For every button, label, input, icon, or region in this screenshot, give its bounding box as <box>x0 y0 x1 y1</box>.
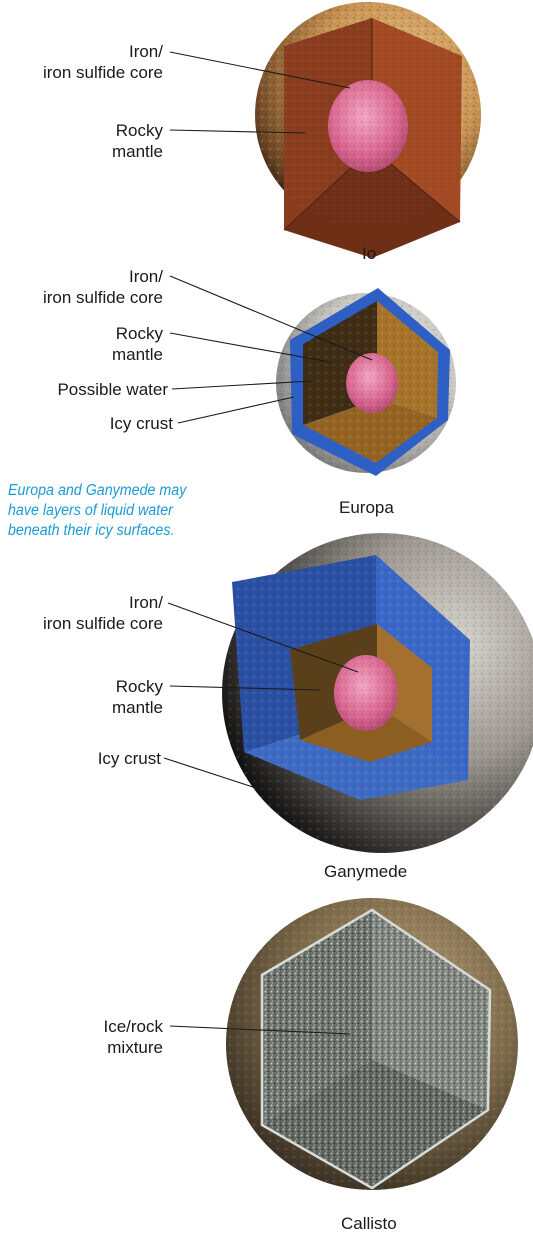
io-globe <box>255 2 481 258</box>
ganymede-globe <box>222 533 533 853</box>
europa-mantle-label: Rocky mantle <box>112 323 163 365</box>
callisto-mix-label-line2: mixture <box>103 1037 163 1058</box>
ganymede-mantle-label-line1: Rocky <box>112 676 163 697</box>
note-line1: Europa and Ganymede may <box>8 481 220 501</box>
io-caption: Io <box>362 243 376 264</box>
io-mantle-label: Rocky mantle <box>112 120 163 162</box>
callisto-globe <box>226 898 518 1190</box>
liquid-water-note: Europa and Ganymede may have layers of l… <box>8 481 220 541</box>
europa-mantle-label-line2: mantle <box>112 344 163 365</box>
io-core-label-line2: iron sulfide core <box>43 62 163 83</box>
europa-core-label: Iron/ iron sulfide core <box>43 266 163 308</box>
europa-water-label: Possible water <box>57 379 168 400</box>
callisto-caption: Callisto <box>341 1213 397 1234</box>
io-mantle-label-line2: mantle <box>112 141 163 162</box>
europa-core-label-line1: Iron/ <box>43 266 163 287</box>
ganymede-core-label-line2: iron sulfide core <box>43 613 163 634</box>
note-line2: have layers of liquid water <box>8 501 220 521</box>
io-core-label-line1: Iron/ <box>43 41 163 62</box>
ganymede-core-label-line1: Iron/ <box>43 592 163 613</box>
ganymede-crust-label: Icy crust <box>98 748 161 769</box>
io-mantle-label-line1: Rocky <box>112 120 163 141</box>
callisto-mix-label-line1: Ice/rock <box>103 1016 163 1037</box>
ganymede-mantle-label-line2: mantle <box>112 697 163 718</box>
europa-crust-leader <box>178 397 294 423</box>
ganymede-mantle-label: Rocky mantle <box>112 676 163 718</box>
ganymede-core-label: Iron/ iron sulfide core <box>43 592 163 634</box>
europa-caption: Europa <box>339 497 394 518</box>
callisto-mix-label: Ice/rock mixture <box>103 1016 163 1058</box>
europa-core-label-line2: iron sulfide core <box>43 287 163 308</box>
europa-crust-label: Icy crust <box>110 413 173 434</box>
io-core-label: Iron/ iron sulfide core <box>43 41 163 83</box>
note-line3: beneath their icy surfaces. <box>8 521 220 541</box>
ganymede-caption: Ganymede <box>324 861 407 882</box>
europa-mantle-label-line1: Rocky <box>112 323 163 344</box>
